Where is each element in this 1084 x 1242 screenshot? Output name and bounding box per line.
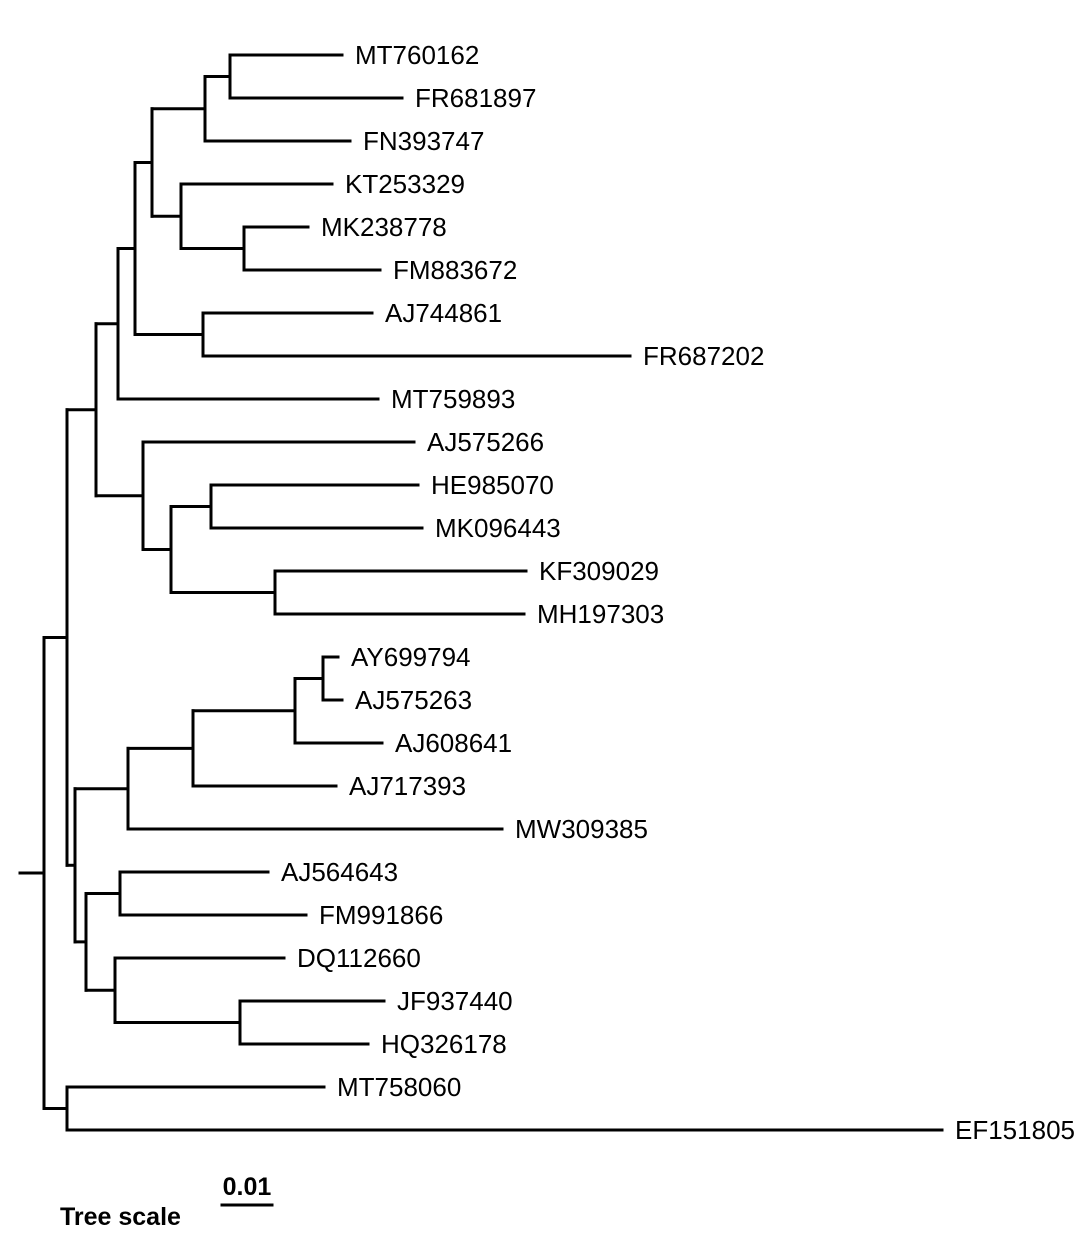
leaf-label: KT253329 [345, 169, 465, 199]
leaf-label: AJ575266 [427, 427, 544, 457]
leaf-label: AJ564643 [281, 857, 398, 887]
leaf-label: MK096443 [435, 513, 561, 543]
tree-scale-title: Tree scale [60, 1203, 181, 1231]
leaf-label: MT758060 [337, 1072, 461, 1102]
tree-scale-value: 0.01 [223, 1173, 272, 1201]
tree-branches [18, 53, 944, 1132]
leaf-label: FR687202 [643, 341, 764, 371]
leaf-label: MK238778 [321, 212, 447, 242]
leaf-label: KF309029 [539, 556, 659, 586]
leaf-label: AJ575263 [355, 685, 472, 715]
leaf-label: AJ717393 [349, 771, 466, 801]
leaf-label: FN393747 [363, 126, 484, 156]
leaf-label: MW309385 [515, 814, 648, 844]
leaf-label: FR681897 [415, 83, 536, 113]
leaf-label: JF937440 [397, 986, 513, 1016]
leaf-label: FM991866 [319, 900, 443, 930]
leaf-label: MT759893 [391, 384, 515, 414]
tree-scale: Tree scale 0.01 [60, 1173, 274, 1231]
leaf-label: MT760162 [355, 40, 479, 70]
leaf-label: AJ608641 [395, 728, 512, 758]
leaf-label: MH197303 [537, 599, 664, 629]
leaf-label: FM883672 [393, 255, 517, 285]
leaf-label: AY699794 [351, 642, 471, 672]
leaf-label: EF151805 [955, 1115, 1075, 1145]
leaf-label: DQ112660 [297, 943, 421, 973]
tree-leaf-labels: MT760162FR681897FN393747KT253329MK238778… [281, 40, 1075, 1145]
leaf-label: HQ326178 [381, 1029, 507, 1059]
leaf-label: HE985070 [431, 470, 554, 500]
leaf-label: AJ744861 [385, 298, 502, 328]
